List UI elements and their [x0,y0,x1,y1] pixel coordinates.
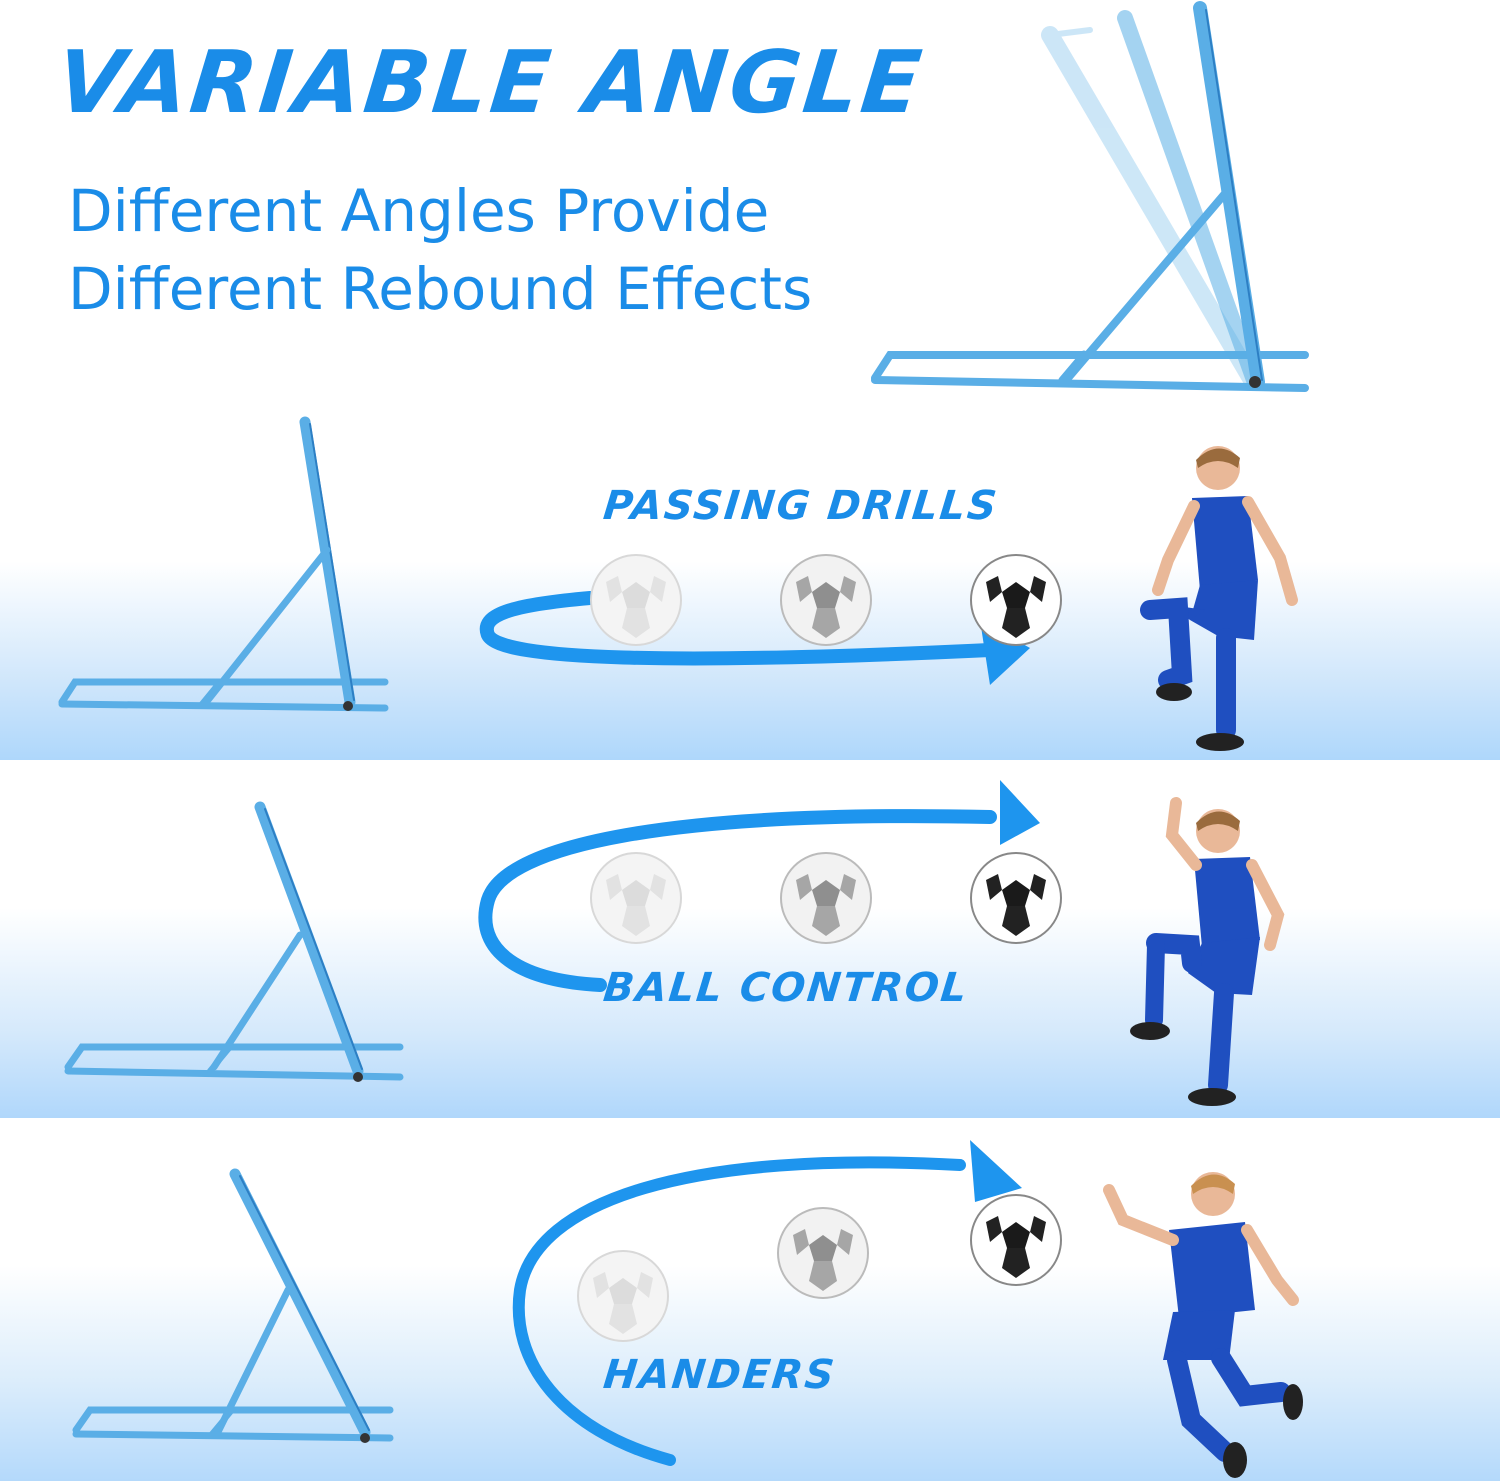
soccer-ball-dark [970,852,1062,944]
soccer-ball-light [590,554,682,646]
subtitle-line-1: Different Angles Provide [68,177,770,245]
player-kneeing-icon [1140,446,1298,751]
page-subtitle: Different Angles Provide Different Rebou… [68,172,968,328]
subtitle-line-2: Different Rebound Effects [68,255,813,323]
hero-section: VARIABLE ANGLE Different Angles Provide … [0,0,1500,400]
soccer-ball-dark [970,1194,1062,1286]
player-chest-control-icon [1130,797,1285,1106]
soccer-ball-medium [780,852,872,944]
rebounder-tilted-icon [64,801,404,1082]
rebounder-angles-illustration [871,1,1309,392]
rebound-arrow-mid [478,780,1040,992]
rebounder-upright-icon [58,416,389,712]
soccer-ball-medium [777,1207,869,1299]
soccer-ball-dark [970,554,1062,646]
soccer-ball-light [577,1250,669,1342]
soccer-ball-medium [780,554,872,646]
rebound-arrow-high [512,1140,1022,1466]
rebounder-wide-angle-icon [72,1168,394,1443]
player-jumping-header-icon [1103,1172,1303,1478]
soccer-ball-light [590,852,682,944]
section-divider [0,760,1500,768]
drill-label-passing: PASSING DRILLS [601,483,1001,529]
